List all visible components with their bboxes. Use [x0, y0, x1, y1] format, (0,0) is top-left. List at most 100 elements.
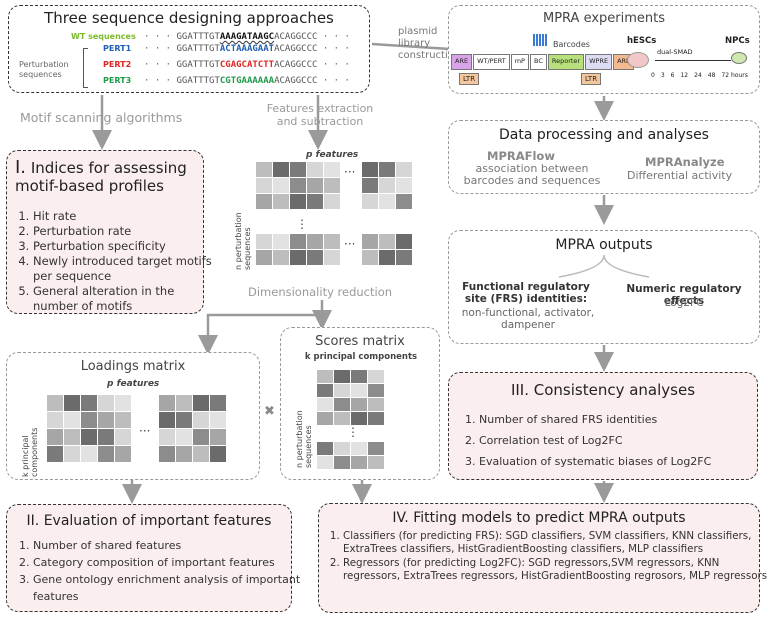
- construct-mp: mP: [510, 54, 529, 70]
- matrix-cell: [47, 395, 63, 411]
- mpranalyze-desc: Differential activity: [627, 169, 733, 182]
- matrix-cell: [159, 429, 175, 445]
- matrix-cell: [362, 250, 378, 265]
- indices-box: I. Indices for assessing motif-based pro…: [6, 150, 212, 314]
- matrix-cell: [273, 178, 289, 193]
- mpranalyze-title: MPRAnalyze: [645, 155, 725, 169]
- matrix-cell: [64, 412, 80, 428]
- matrix-cell: [81, 446, 97, 462]
- matrix-cell: [324, 178, 340, 193]
- seq-suffix: ACAGGCCC: [274, 44, 318, 54]
- matrix-cell: [307, 178, 323, 193]
- matrix-cell: [159, 412, 175, 428]
- ltr-right: LTR: [581, 73, 602, 85]
- list-item: Regressors (for predicting Log2FC): SGD …: [343, 557, 768, 582]
- hescs-label: hESCs: [627, 36, 657, 46]
- list-item: Perturbation specificity: [33, 239, 217, 254]
- matrix-cell: [290, 162, 306, 177]
- loadings-box: Loadings matrix p features k principal c…: [6, 352, 260, 480]
- construct-wpre: WPRE: [585, 54, 613, 70]
- seq-row-wt: · · · GGATTTGTAAAGATAAGCACAGGCCC · · ·: [144, 32, 350, 42]
- matrix-cell: [351, 442, 367, 455]
- barcodes-label: Barcodes: [553, 40, 590, 49]
- matrix-cell: [351, 384, 367, 397]
- matrix-cell: [362, 234, 378, 249]
- matrix-cell: [396, 194, 412, 209]
- matrix-cell: [396, 178, 412, 193]
- sequence-design-box: Three sequence designing approaches WT s…: [8, 5, 370, 93]
- scores-matrix-grid: ⋮: [317, 370, 384, 469]
- matrix-cell: [176, 412, 192, 428]
- matrix-cell: [351, 412, 367, 425]
- list-item: Correlation test of Log2FC: [479, 430, 768, 451]
- seq-suffix: ACAGGCCC: [274, 76, 318, 86]
- loadings-p-label: p features: [107, 379, 160, 389]
- matrix-cell: [273, 194, 289, 209]
- matrix-cell: [98, 412, 114, 428]
- matrix-cell: [368, 370, 384, 383]
- matrix-cell: [159, 395, 175, 411]
- fitting-box: IV. Fitting models to predict MPRA outpu…: [318, 503, 767, 613]
- outputs-branch: [558, 255, 650, 278]
- matrix-cell: [115, 412, 131, 428]
- dots: · · ·: [144, 60, 172, 70]
- list-item: General alteration in the number of moti…: [33, 284, 217, 314]
- timepoint: 72 hours: [721, 72, 748, 79]
- dots: · · ·: [322, 44, 350, 54]
- seq-row-pert3: · · · GGATTTGTCGTGAAAAAAACAGGCCC · · ·: [144, 76, 350, 86]
- matrix-cell: [256, 194, 272, 209]
- list-item: Number of shared FRS identities: [479, 409, 768, 430]
- construct-are: ARE: [451, 54, 473, 70]
- seq-core: CGTGAAAAAA: [219, 76, 275, 86]
- features-n-label: n perturbation sequences: [234, 212, 252, 270]
- consistency-title: III. Consistency analyses: [510, 381, 696, 399]
- matrix-cell: [379, 250, 395, 265]
- matrix-cell: [307, 194, 323, 209]
- list-item: Gene ontology enrichment analysis of imp…: [33, 571, 307, 605]
- timepoint: 12: [680, 72, 689, 79]
- matrix-ellipsis: ···: [344, 165, 355, 179]
- matrix-ellipsis: ⋮: [347, 425, 359, 439]
- matrix-cell: [81, 395, 97, 411]
- fitting-list: Classifiers (for predicting FRS): SGD cl…: [325, 530, 768, 582]
- seq-core: AAAGATAAGC: [219, 32, 275, 42]
- matrix-ellipsis: ···: [344, 237, 355, 251]
- matrix-cell: [334, 412, 350, 425]
- scores-box: Scores matrix k principal components n p…: [280, 327, 440, 480]
- matrix-cell: [210, 412, 226, 428]
- data-processing-title: Data processing and analyses: [499, 127, 709, 143]
- matrix-cell: [324, 234, 340, 249]
- matrix-cell: [351, 370, 367, 383]
- seq-suffix: ACAGGCCC: [274, 32, 318, 42]
- pert2-label: PERT2: [103, 60, 132, 69]
- matrix-cell: [368, 398, 384, 411]
- scores-title: Scores matrix: [315, 334, 405, 349]
- neuron-icon: [731, 52, 747, 64]
- matrix-cell: [317, 398, 333, 411]
- matrix-cell: [210, 446, 226, 462]
- consistency-list: Number of shared FRS identities Correlat…: [461, 409, 768, 472]
- matrix-cell: [334, 398, 350, 411]
- matrix-cell: [368, 412, 384, 425]
- list-item: Hit rate: [33, 209, 217, 224]
- plasmid-label: plasmid library construction: [398, 26, 461, 61]
- matrix-cell: [290, 250, 306, 265]
- loadings-k-label: k principal components: [21, 427, 39, 477]
- matrix-cell: [47, 429, 63, 445]
- matrix-cell: [64, 446, 80, 462]
- matrix-cell: [47, 446, 63, 462]
- matrix-cell: [362, 194, 378, 209]
- matrix-cell: [64, 395, 80, 411]
- pert1-label: PERT1: [103, 44, 132, 53]
- pert-bracket: [83, 48, 88, 88]
- cell-icon: [627, 52, 649, 68]
- evaluation-list: Number of shared features Category compo…: [15, 537, 307, 605]
- matrix-cell: [317, 456, 333, 469]
- matrix-cell: [324, 250, 340, 265]
- matrix-cell: [307, 162, 323, 177]
- loadings-title: Loadings matrix: [80, 359, 186, 374]
- construct-wtpert: WT/PERT: [473, 54, 510, 70]
- matrix-cell: [210, 395, 226, 411]
- mpra-experiments-box: MPRA experiments Barcodes ARE WT/PERT mP…: [448, 5, 760, 94]
- matrix-cell: [351, 398, 367, 411]
